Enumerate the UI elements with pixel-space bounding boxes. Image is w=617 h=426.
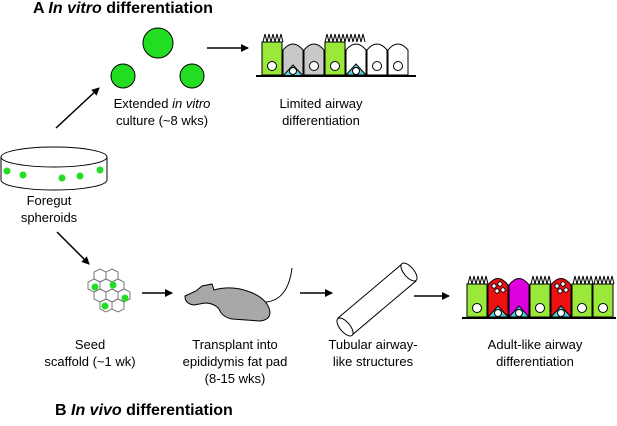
label-adult-line1: Adult-like airway <box>487 337 583 352</box>
label-transplant-line1: Transplant into <box>192 337 278 352</box>
label-tubular-line1: Tubular airway- <box>328 337 418 352</box>
label-extended-prefix: Extended <box>113 96 173 111</box>
label-foregut-line1: Foregut <box>26 193 72 208</box>
label-limited-airway: Limited airway differentiation <box>266 95 376 129</box>
label-extended-italic: in vitro <box>172 96 211 111</box>
section-a-title-rest: differentiation <box>101 0 213 17</box>
arrow-to-scaffold <box>56 231 90 265</box>
label-seed-scaffold: Seed scaffold (~1 wk) <box>40 336 140 370</box>
label-adult-airway: Adult-like airway differentiation <box>470 336 600 370</box>
label-tubular-structures: Tubular airway- like structures <box>318 336 428 370</box>
label-transplant-line2: epididymis fat pad <box>182 354 288 369</box>
in-vitro-spheroids <box>110 27 205 89</box>
adult-airway-epithelium <box>462 275 616 319</box>
section-a-title-italic: In vitro <box>48 0 102 17</box>
section-b-letter: B <box>55 402 67 419</box>
honeycomb-scaffold <box>87 268 131 313</box>
mouse-silhouette <box>184 267 293 322</box>
label-foregut-spheroids: Foregut spheroids <box>4 192 94 226</box>
label-foregut-line2: spheroids <box>20 210 78 225</box>
label-limited-line2: differentiation <box>282 113 360 128</box>
foregut-spheroid-dish <box>0 146 108 191</box>
section-b-heading: B In vivo differentiation <box>55 402 233 420</box>
tubular-structure <box>336 262 418 337</box>
limited-airway-epithelium <box>256 33 416 77</box>
section-a-heading: A In vitro differentiation <box>33 0 213 18</box>
section-b-title-rest: differentiation <box>121 402 233 419</box>
label-limited-line1: Limited airway <box>279 96 363 111</box>
label-seed-line2: scaffold (~1 wk) <box>44 354 136 369</box>
label-adult-line2: differentiation <box>496 354 574 369</box>
label-transplant: Transplant into epididymis fat pad (8-15… <box>170 336 300 387</box>
label-extended-line1: Extended in vitro <box>92 95 232 112</box>
label-seed-line1: Seed <box>74 337 106 352</box>
section-a-letter: A <box>33 0 44 17</box>
section-b-title-italic: In vivo <box>71 402 122 419</box>
label-transplant-line3: (8-15 wks) <box>204 371 266 386</box>
label-extended-culture: Extended in vitro culture (~8 wks) <box>92 95 232 129</box>
label-extended-line2: culture (~8 wks) <box>115 113 209 128</box>
arrow-to-in-vitro <box>55 87 100 129</box>
label-tubular-line2: like structures <box>332 354 414 369</box>
